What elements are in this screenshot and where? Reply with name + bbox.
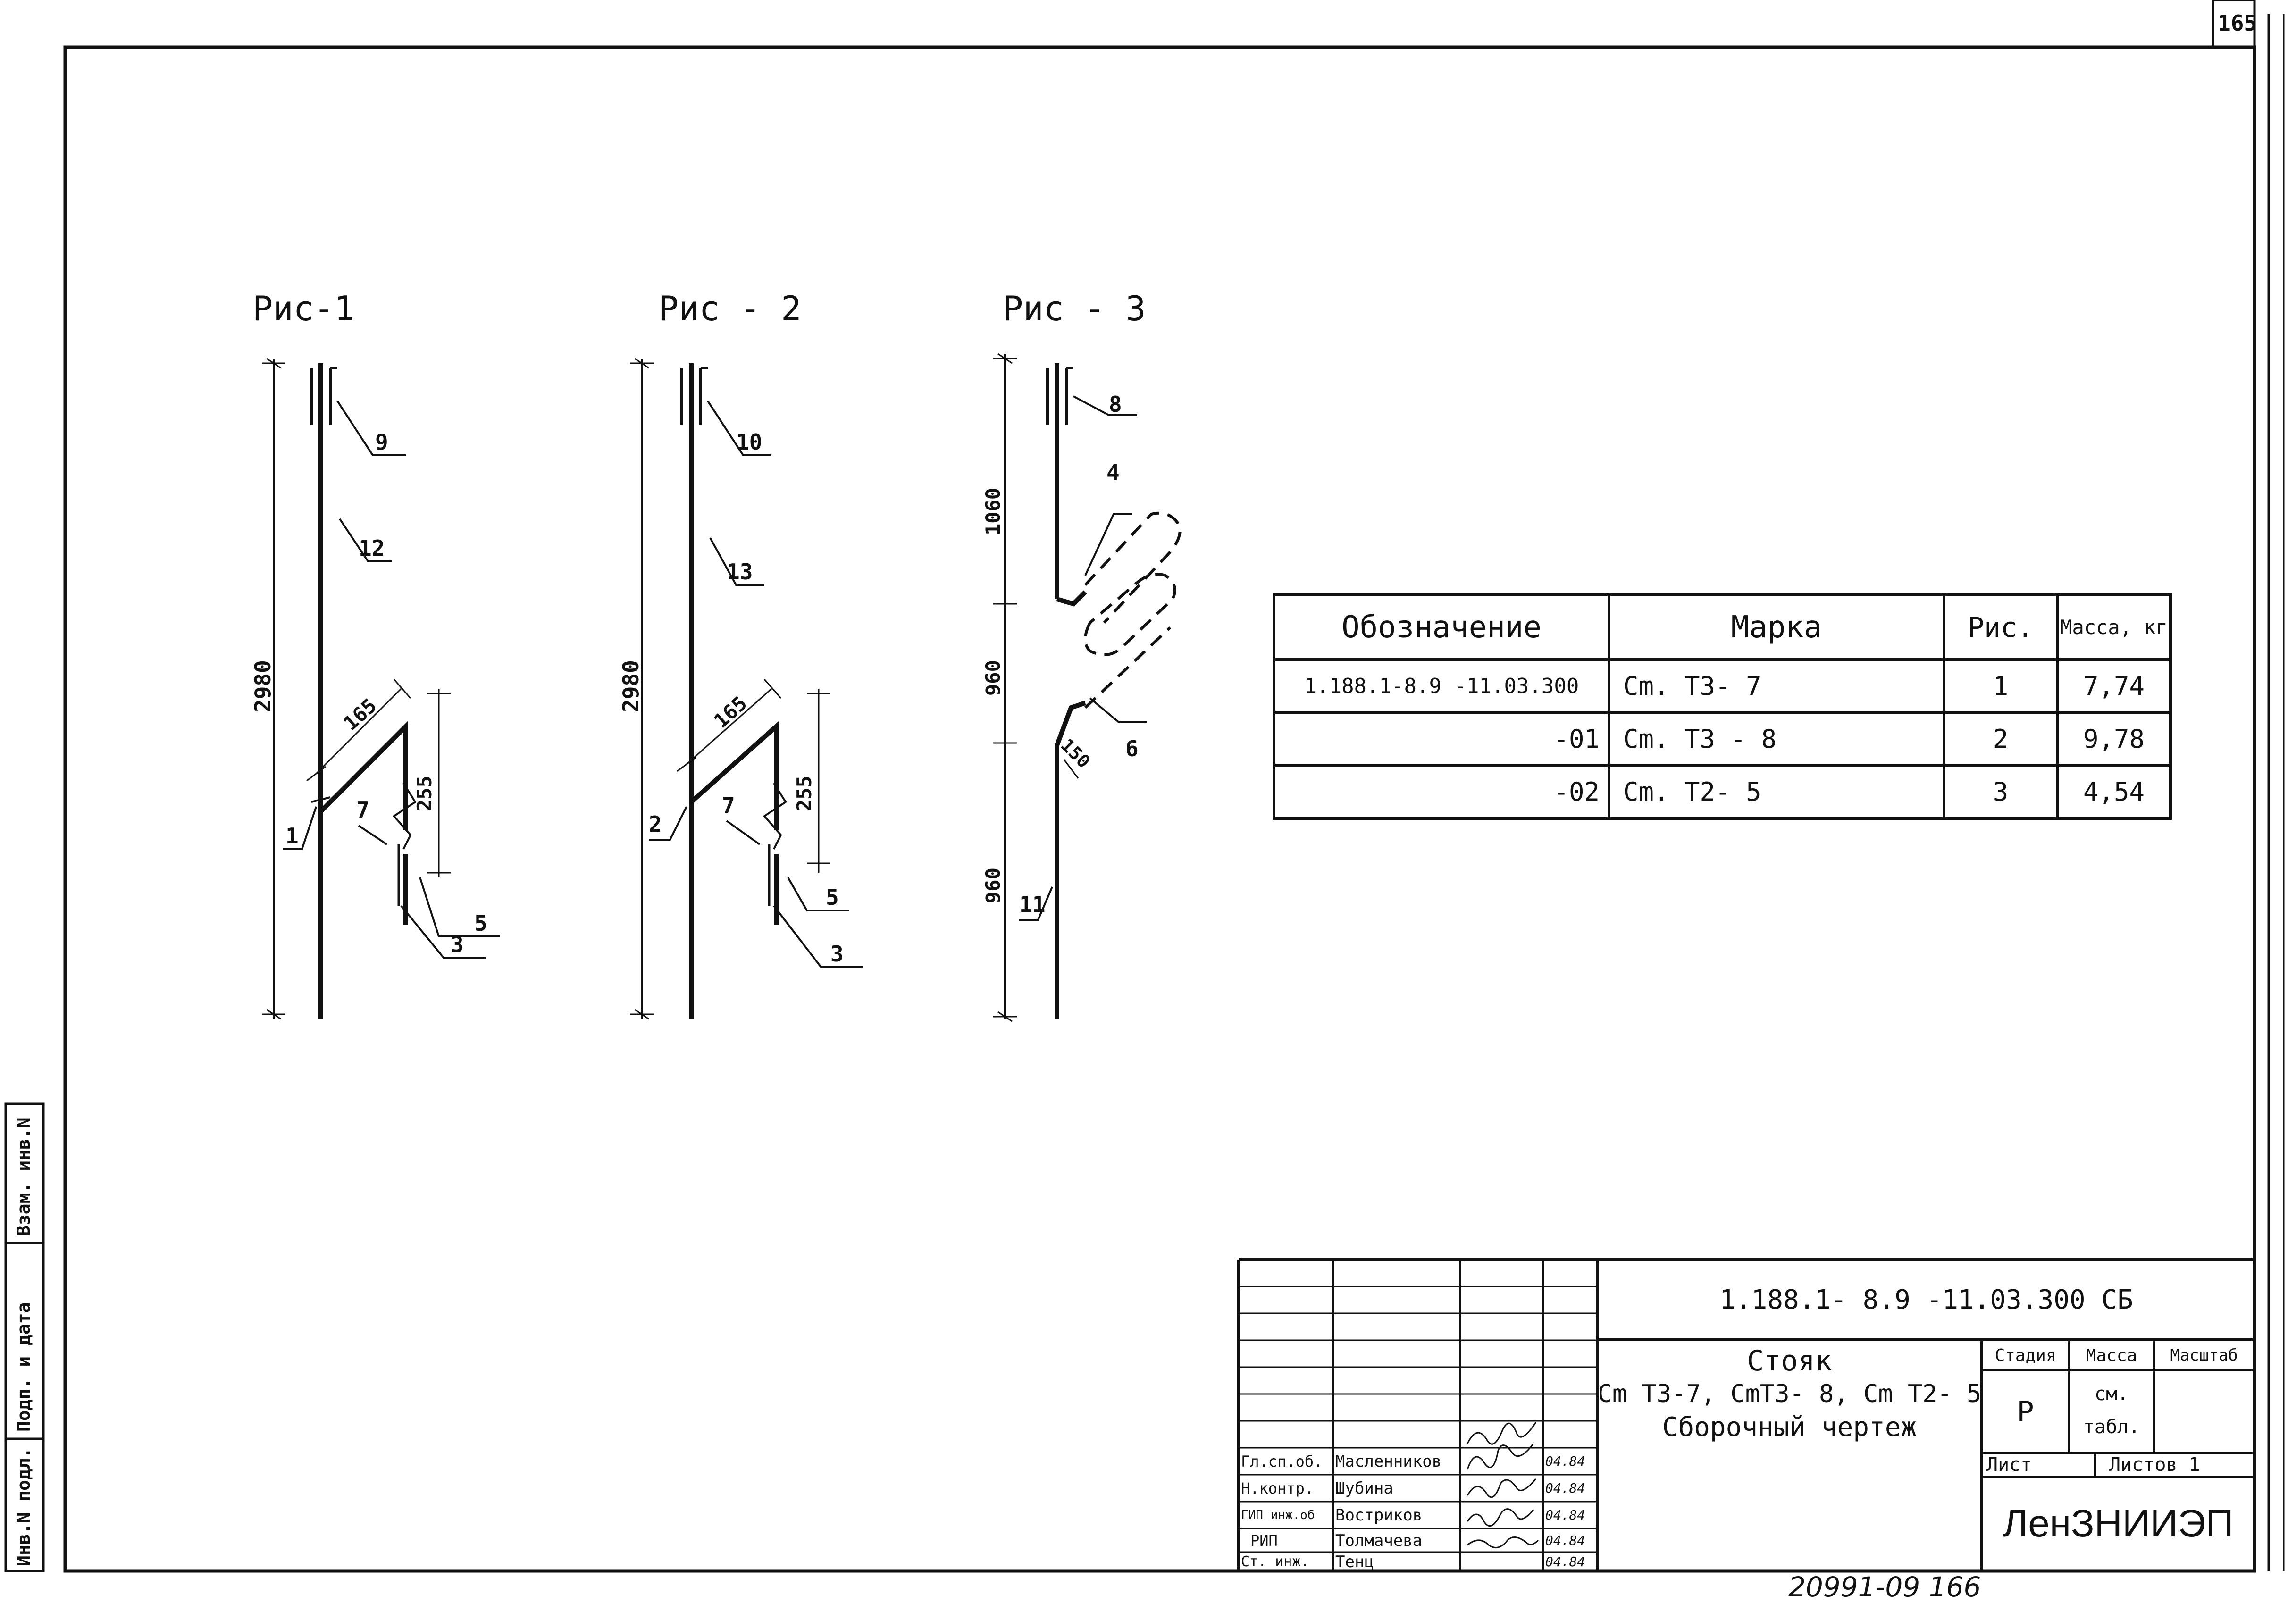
figure-2-callout: 10 [736, 429, 763, 455]
sheet-number: 165 [2218, 10, 2257, 36]
spec-table-cell-mark: Cm. Т2- 5 [1623, 776, 1761, 807]
title-block-doc-code: 1.188.1- 8.9 -11.03.300 СБ [1719, 1284, 2133, 1315]
figure-1-callout: 9 [375, 429, 388, 455]
figure-3-callout: 6 [1125, 736, 1139, 761]
figure-2-callout: 13 [727, 559, 753, 584]
staff-date: 04.84 [1545, 1453, 1585, 1469]
spec-table-cell-designation: 1.188.1-8.9 -11.03.300 [1304, 674, 1579, 698]
title-block-name-line2: (Cm Т3-7, CmТ3- 8, Cm Т2- 5) [1600, 1380, 1979, 1408]
figure-1-callout: 12 [359, 535, 385, 561]
spec-table-cell-fig: 3 [1993, 776, 2009, 807]
spec-table-cell-fig: 2 [1993, 724, 2009, 754]
title-block-scale-header: Масштаб [2170, 1346, 2238, 1365]
spec-table-cell-mass: 7,74 [2083, 671, 2145, 701]
figure-3-dim-top: 1060 [981, 487, 1005, 535]
figure-2-callout: 2 [649, 811, 662, 837]
figure-3-dim-bottom: 960 [981, 868, 1005, 903]
figure-3-callout: 11 [1019, 892, 1046, 917]
figure-3-dim-mid: 960 [981, 660, 1005, 696]
spec-table-cell-designation: -02 [1553, 776, 1600, 807]
spec-table-header-mass: Масса, кг [2060, 615, 2168, 639]
side-stamp-frame [4, 1102, 45, 1572]
figure-1-title: Рис-1 [252, 289, 355, 328]
side-stamp-inv-original: Инв.N подл. [13, 1447, 34, 1566]
figure-1-drawing [262, 358, 500, 1020]
spec-table-grid [1273, 593, 2172, 820]
title-block-sheet-label: Лист [1986, 1454, 2032, 1476]
spec-table-header-designation: Обозначение [1341, 610, 1542, 645]
figure-2-drawing [630, 358, 863, 1020]
spec-table-cell-mark: Cm. Т3 - 8 [1623, 724, 1777, 754]
title-block-mass-value-line2: табл. [2083, 1416, 2140, 1438]
title-block-organization: ЛенЗНИИЭП [2003, 1502, 2234, 1545]
spec-table-cell-designation: -01 [1553, 724, 1600, 754]
staff-name: Востриков [1335, 1505, 1423, 1525]
figure-2-title: Рис - 2 [658, 289, 802, 328]
sheet-frame [63, 0, 2285, 1573]
staff-date: 04.84 [1545, 1507, 1585, 1523]
title-block-stage-header: Стадия [1994, 1345, 2056, 1365]
spec-table-cell-mass: 9,78 [2083, 724, 2145, 754]
staff-role: РИП [1250, 1531, 1278, 1550]
archive-number: 20991-09 166 [1788, 1571, 1981, 1603]
title-block-mass-header: Масса [2086, 1345, 2137, 1365]
spec-table-cell-mark: Cm. Т3- 7 [1623, 671, 1761, 701]
figure-1-callout: 3 [451, 932, 464, 957]
side-stamp-sign-date: Подп. и дата [13, 1302, 34, 1432]
spec-table-header-mark: Марка [1731, 610, 1822, 645]
staff-role: ГИП инж.об [1241, 1508, 1315, 1522]
figure-3-drawing [993, 353, 1182, 1022]
side-stamp-replaced-inv: Взам. инв.N [13, 1117, 34, 1236]
spec-table-cell-mass: 4,54 [2083, 776, 2145, 807]
figure-2-dim-total: 2980 [618, 660, 644, 712]
figure-1-dim-height: 255 [413, 776, 436, 811]
staff-date: 04.84 [1545, 1554, 1585, 1570]
figure-1-callout: 7 [356, 797, 369, 823]
title-block-name-line1: Стояк [1747, 1344, 1832, 1378]
figure-2-callout: 5 [826, 885, 839, 910]
figure-3-callout: 8 [1109, 392, 1122, 417]
staff-name: Толмачева [1335, 1531, 1423, 1550]
title-block-sheets-label: Листов 1 [2109, 1454, 2200, 1476]
staff-name: Масленников [1335, 1452, 1442, 1471]
figure-3-title: Рис - 3 [1003, 289, 1146, 328]
figure-1-callout: 1 [285, 823, 299, 849]
figure-2-dim-height: 255 [793, 776, 816, 811]
figure-2-callout: 3 [830, 941, 844, 967]
staff-name: Тенц [1335, 1553, 1374, 1571]
staff-role: Н.контр. [1241, 1479, 1314, 1497]
title-block-mass-value-line1: см. [2094, 1383, 2129, 1405]
staff-role: Ст. инж. [1241, 1553, 1309, 1570]
staff-role: Гл.сп.об. [1241, 1452, 1323, 1470]
staff-name: Шубина [1335, 1478, 1393, 1498]
figure-1-callout: 5 [474, 910, 487, 936]
title-block-grid [1237, 1258, 2254, 1571]
figure-1-dim-total: 2980 [250, 660, 276, 712]
figure-2-callout: 7 [722, 793, 735, 818]
staff-date: 04.84 [1545, 1533, 1585, 1548]
spec-table-cell-fig: 1 [1993, 671, 2009, 701]
title-block-stage-value: Р [2017, 1395, 2034, 1428]
figure-3-callout: 4 [1106, 460, 1120, 485]
signatures [1466, 1422, 1539, 1549]
staff-date: 04.84 [1545, 1480, 1585, 1496]
spec-table-header-fig: Рис. [1968, 611, 2034, 643]
title-block-name-line3: Сборочный чертеж [1662, 1411, 1917, 1443]
